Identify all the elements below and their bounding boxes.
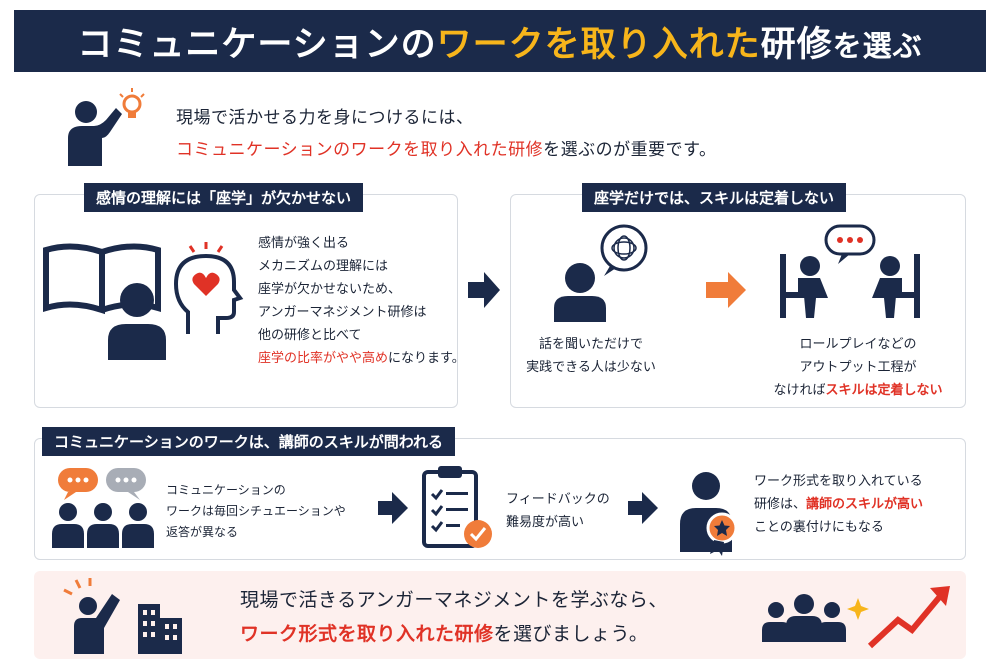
- listener-caption-line: 話を聞いただけで: [538, 337, 643, 352]
- panel-theory-last-rest: になります。: [388, 351, 465, 366]
- conclusion-panel: [34, 571, 966, 659]
- instructor-step2-text: フィードバックの 難易度が高い: [506, 488, 610, 534]
- book-student-icon: [42, 240, 172, 364]
- roleplay-caption-plain: なければ: [773, 383, 826, 398]
- arrow-right-icon: [468, 272, 500, 312]
- intro-highlight: コミュニケーションのワークを取り入れた研修: [176, 140, 544, 160]
- panel-theory-highlight: 座学の比率がやや高め: [258, 351, 389, 366]
- panel-theory-tag: 感情の理解には「座学」が欠かせない: [84, 183, 364, 212]
- instructor-step1-line: ワークは毎回シチュエーションや: [166, 504, 346, 518]
- conclusion-line1: 現場で活きるアンガーマネジメントを学ぶなら、: [240, 589, 668, 611]
- intro-line2: コミュニケーションのワークを取り入れた研修を選ぶのが重要です。: [176, 135, 716, 160]
- instructor-step2-line: フィードバックの: [506, 492, 610, 507]
- listener-caption: 話を聞いただけで 実践できる人は少ない: [516, 333, 666, 379]
- panel-theory-line: アンガーマネジメント研修は: [258, 305, 427, 320]
- roleplay-caption: ロールプレイなどの アウトプット工程が なければスキルは定着しない: [758, 333, 958, 402]
- team-growth-icon: [758, 580, 954, 658]
- panel-instructor: [34, 438, 966, 560]
- instructor-award-icon: [676, 466, 746, 560]
- instructor-step3-line1: ワーク形式を取り入れている: [754, 474, 923, 489]
- instructor-step1-text: コミュニケーションの ワークは毎回シチュエーションや 返答が異なる: [166, 480, 346, 543]
- roleplay-caption-last-line: なければスキルは定着しない: [758, 379, 958, 402]
- roleplay-caption-highlight: スキルは定着しない: [825, 383, 943, 398]
- conclusion-line2: ワーク形式を取り入れた研修を選びましょう。: [240, 619, 648, 646]
- panel-theory-line: メカニズムの理解には: [258, 259, 389, 274]
- panel-practice-tag: 座学だけでは、スキルは定着しない: [582, 183, 847, 212]
- panel-theory-line: 感情が強く出る: [258, 236, 350, 251]
- page-title: コミュニケーションのワークを取り入れた研修を選ぶ: [77, 16, 922, 67]
- conclusion-line2-rest: を選びましょう。: [493, 623, 649, 645]
- clipboard-check-icon: [418, 462, 498, 556]
- instructor-step1-line: コミュニケーションの: [166, 483, 286, 497]
- instructor-step2-line: 難易度が高い: [506, 515, 585, 530]
- arrow-right-icon: [378, 492, 408, 528]
- roleplay-caption-line: ロールプレイなどの: [799, 337, 917, 352]
- instructor-step3-line2: 研修は、講師のスキルが高い: [754, 493, 923, 516]
- roleplay-caption-line: アウトプット工程が: [799, 360, 917, 375]
- intro-line2-rest: を選ぶのが重要です。: [543, 140, 717, 160]
- instructor-step1-line: 返答が異なる: [166, 525, 239, 539]
- instructor-step3-highlight: 講師のスキルが高い: [806, 497, 924, 512]
- listener-caption-line: 実践できる人は少ない: [526, 360, 656, 375]
- intro-line1: 現場で活かせる力を身につけるには、: [176, 108, 474, 128]
- arrow-right-orange-icon: [706, 272, 746, 312]
- presenter-icon: [66, 86, 166, 170]
- arrow-right-icon: [628, 492, 658, 528]
- instructor-step3-text: ワーク形式を取り入れている 研修は、講師のスキルが高い ことの裏付けにもなる: [754, 470, 923, 539]
- title-part1: コミュニケーションの: [77, 24, 437, 65]
- panel-instructor-tag: コミュニケーションのワークは、講師のスキルが問われる: [42, 427, 455, 456]
- listener-thinking-icon: [544, 222, 654, 326]
- instructor-step3-plain: 研修は、: [754, 497, 807, 512]
- panel-theory-line: 座学が欠かせないため、: [258, 282, 402, 297]
- person-building-icon: [56, 574, 196, 658]
- title-part2: ワークを取り入れた: [436, 24, 761, 65]
- group-chat-icon: [48, 466, 158, 554]
- roleplay-icon: [776, 222, 926, 326]
- title-part4: を選ぶ: [832, 28, 923, 63]
- head-heart-icon: [170, 238, 250, 342]
- title-bar: コミュニケーションのワークを取り入れた研修を選ぶ: [14, 10, 986, 72]
- panel-theory-line: 他の研修と比べて: [258, 328, 362, 343]
- title-part3: 研修: [760, 24, 833, 65]
- instructor-step3-line3: ことの裏付けにもなる: [754, 520, 884, 535]
- panel-theory-last-line: 座学の比率がやや高めになります。: [258, 347, 465, 370]
- panel-theory-text: 感情が強く出る メカニズムの理解には 座学が欠かせないため、 アンガーマネジメン…: [258, 232, 465, 370]
- conclusion-highlight: ワーク形式を取り入れた研修: [240, 623, 494, 645]
